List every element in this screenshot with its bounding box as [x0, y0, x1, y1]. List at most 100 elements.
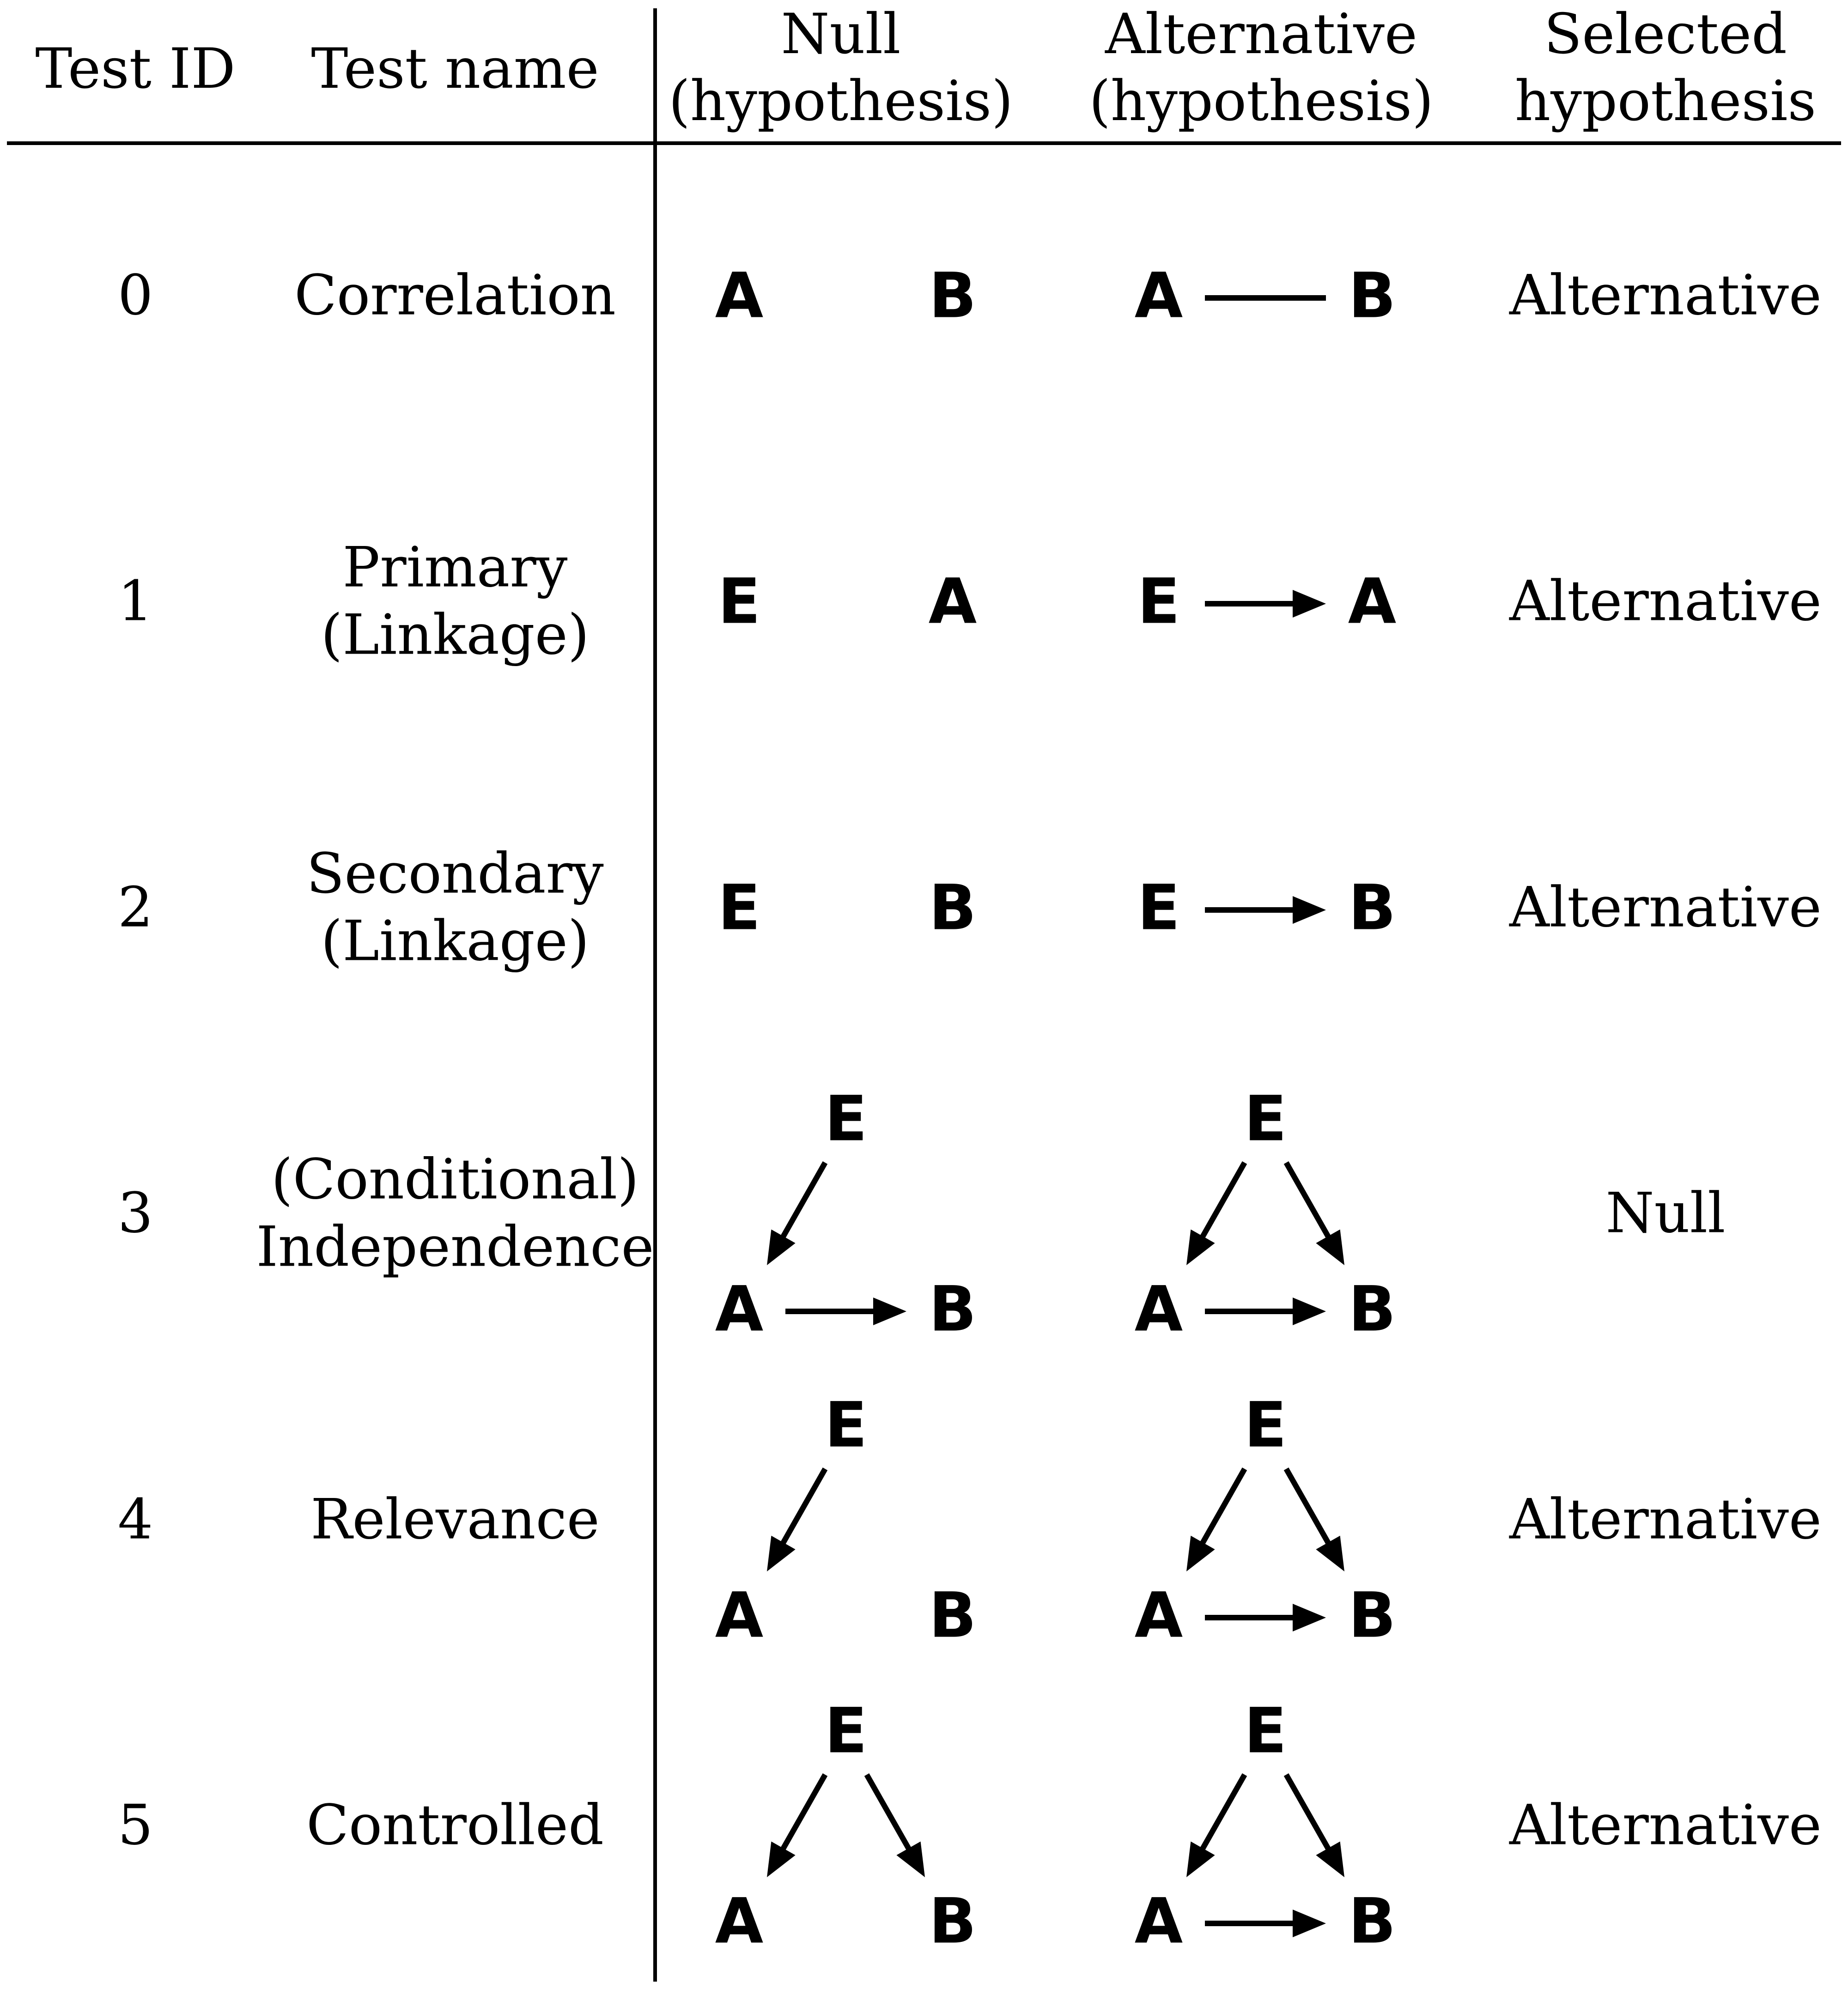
selected-hypothesis-cell: Alternative — [1509, 570, 1822, 634]
node-e: E — [1244, 1389, 1287, 1461]
test-name-cell: Controlled — [306, 1794, 604, 1858]
diagram-null-row-3: E A B — [715, 1083, 977, 1346]
diagram-alternative-row-4: E A B — [1135, 1389, 1396, 1652]
node-e: E — [718, 872, 760, 944]
test-id-cell: 5 — [118, 1794, 153, 1858]
node-a: A — [1135, 1579, 1183, 1652]
header-test-name: Test name — [311, 37, 599, 101]
node-a: A — [715, 1273, 763, 1346]
node-e: E — [825, 1695, 867, 1767]
node-e: E — [718, 565, 760, 638]
selected-hypothesis-cell: Alternative — [1509, 876, 1822, 940]
edge-e-b-arrow-shaft — [1283, 1161, 1331, 1239]
node-b: B — [929, 1885, 977, 1958]
test-id-cell: 2 — [118, 876, 153, 940]
edge-a-b-arrow-head — [1293, 1298, 1326, 1325]
node-e: E — [1137, 565, 1180, 638]
test-id-cell: 1 — [118, 570, 153, 634]
test-id-cell: 3 — [118, 1182, 153, 1246]
edge-e-b-arrow-head — [896, 1841, 925, 1877]
edge-a-b-arrow-head — [873, 1298, 906, 1325]
edge-e-b-arrow-shaft — [1283, 1467, 1331, 1546]
edge-e-a-arrow-shaft — [780, 1467, 828, 1546]
edge-e-b-arrow-head — [1316, 1535, 1344, 1571]
node-a: A — [929, 565, 977, 638]
edge-e-a-arrow-head — [767, 1535, 796, 1571]
test-name-line1: Primary — [343, 536, 568, 600]
edge-e-a-arrow-head — [1186, 1841, 1215, 1877]
test-id-cell: 0 — [118, 264, 153, 328]
node-e: E — [825, 1083, 867, 1155]
test-name-line1: Secondary — [306, 842, 604, 906]
node-b: B — [929, 260, 977, 332]
node-b: B — [929, 1579, 977, 1652]
edge-a-b-arrow-head — [1293, 1604, 1326, 1631]
selected-hypothesis-cell: Alternative — [1509, 264, 1822, 328]
node-e: E — [1244, 1695, 1287, 1767]
test-name-line2: (Linkage) — [321, 603, 589, 667]
diagram-alternative-row-3: E A B — [1135, 1083, 1396, 1346]
node-a: A — [1348, 565, 1396, 638]
test-name-line1: (Conditional) — [271, 1148, 639, 1212]
edge-e-a-arrow-shaft — [780, 1773, 828, 1851]
header-alternative-line2: (hypothesis) — [1089, 69, 1434, 133]
diagram-alternative-row-5: E A B — [1135, 1695, 1396, 1958]
edge-e-b-arrow-head — [1316, 1841, 1344, 1877]
table-header: Test ID Test name Null (hypothesis) Alte… — [35, 2, 1816, 133]
edge-e-a-arrow-head — [1293, 590, 1326, 618]
edge-e-a-arrow-shaft — [1199, 1773, 1247, 1851]
node-b: B — [1349, 1579, 1396, 1652]
edge-e-a-arrow-head — [767, 1841, 796, 1877]
selected-hypothesis-cell: Null — [1605, 1182, 1725, 1246]
table-row: 1 Primary(Linkage) Alternative — [118, 536, 1822, 667]
node-e: E — [1137, 872, 1180, 944]
edge-e-b-arrow-shaft — [1283, 1773, 1331, 1851]
edge-e-a-arrow-shaft — [1199, 1467, 1247, 1546]
edge-e-a-arrow-head — [1186, 1535, 1215, 1571]
table-row: 2 Secondary(Linkage) Alternative — [118, 842, 1822, 974]
edge-e-b-arrow-head — [1316, 1229, 1344, 1265]
edge-e-a-arrow-shaft — [780, 1161, 828, 1239]
edge-e-a-arrow-head — [1186, 1229, 1215, 1265]
node-a: A — [1135, 260, 1183, 332]
test-name-cell: Correlation — [294, 264, 616, 328]
selected-hypothesis-cell: Alternative — [1509, 1794, 1822, 1858]
edge-e-a-arrow-head — [767, 1229, 796, 1265]
node-a: A — [1135, 1273, 1183, 1346]
edge-e-b-arrow-head — [1293, 896, 1326, 924]
header-null-line2: (hypothesis) — [669, 69, 1013, 133]
selected-hypothesis-cell: Alternative — [1509, 1488, 1822, 1552]
node-a: A — [715, 1579, 763, 1652]
node-b: B — [1349, 1273, 1396, 1346]
test-name-line2: (Linkage) — [321, 910, 589, 974]
node-b: B — [1349, 872, 1396, 944]
node-e: E — [825, 1389, 867, 1461]
node-b: B — [1349, 1885, 1396, 1958]
node-b: B — [1349, 260, 1396, 332]
table-row: 5 Controlled Alternative — [118, 1794, 1822, 1858]
node-a: A — [715, 260, 763, 332]
table-row: 3 (Conditional)Independence Null — [118, 1148, 1726, 1280]
table-row: 0 Correlation Alternative — [118, 264, 1822, 328]
edge-e-a-arrow-shaft — [1199, 1161, 1247, 1239]
node-a: A — [1135, 1885, 1183, 1958]
test-name-line2: Independence — [256, 1215, 654, 1280]
edge-a-b-arrow-head — [1293, 1910, 1326, 1937]
test-name-cell: Relevance — [310, 1488, 600, 1552]
node-b: B — [929, 1273, 977, 1346]
header-test-id: Test ID — [35, 37, 235, 101]
header-selected-line1: Selected — [1544, 2, 1787, 67]
node-b: B — [929, 872, 977, 944]
node-e: E — [1244, 1083, 1287, 1155]
header-null-line1: Null — [781, 2, 900, 67]
